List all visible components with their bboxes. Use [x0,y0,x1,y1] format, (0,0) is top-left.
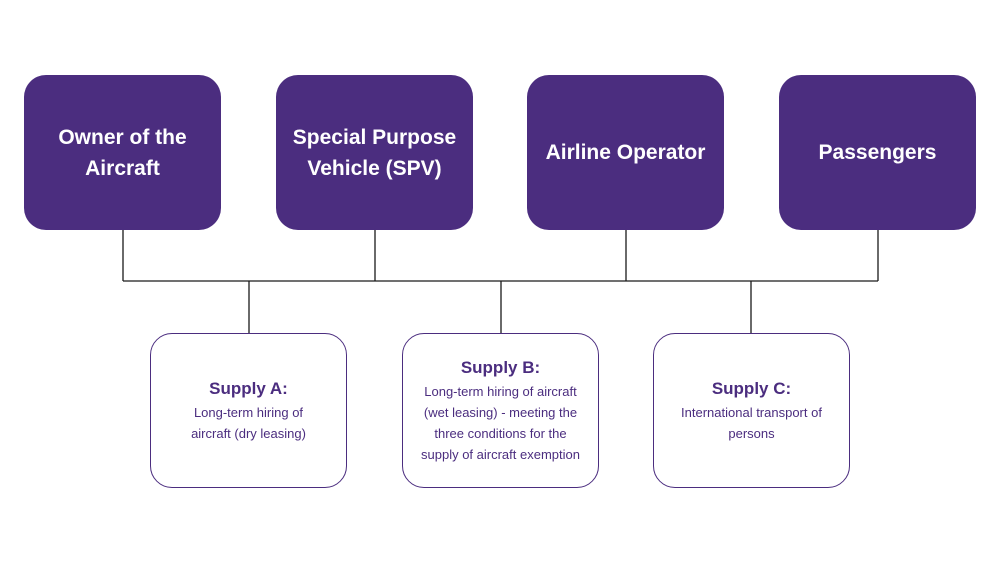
supply-a-description: Long-term hiring of aircraft (dry leasin… [191,404,306,441]
supply-b-title: Supply B: [460,357,541,377]
supply-b-description: Long-term hiring of aircraft (wet leasin… [421,383,580,462]
party-spv-label: Special Purpose Vehicle (SPV) [292,125,457,180]
party-airline-box: Airline Operator [527,75,724,230]
party-passengers-label: Passengers [818,141,937,164]
party-passengers-box: Passengers [779,75,976,230]
party-owner-box: Owner of the Aircraft [24,75,221,230]
supply-c-title: Supply C: [711,378,792,398]
supply-b-box: Supply B: Long-term hiring of aircraft (… [402,333,599,488]
supply-a-title: Supply A: [209,378,288,398]
supply-c-description: International transport of persons [681,404,822,441]
party-airline-label: Airline Operator [545,141,706,164]
party-spv-box: Special Purpose Vehicle (SPV) [276,75,473,230]
supply-c-box: Supply C: International transport of per… [653,333,850,488]
party-owner-label: Owner of the Aircraft [58,125,187,180]
supply-a-box: Supply A: Long-term hiring of aircraft (… [150,333,347,488]
